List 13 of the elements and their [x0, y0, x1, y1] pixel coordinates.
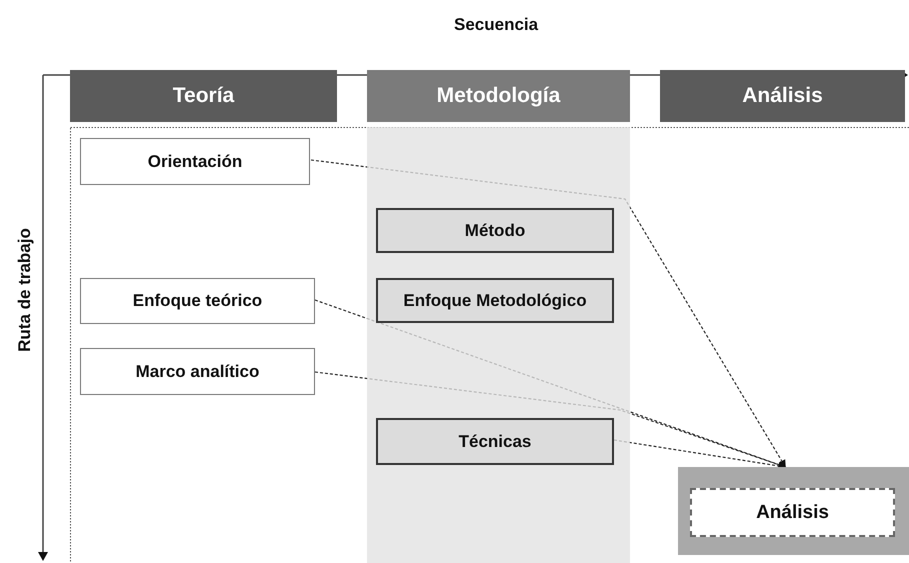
concept-box: Enfoque Metodológico [376, 278, 614, 323]
concept-box: Método [376, 208, 614, 253]
shaded-box [678, 467, 909, 555]
concept-box: Marco analítico [80, 348, 315, 395]
column-header: Metodología [367, 70, 630, 122]
concept-box: Orientación [80, 138, 310, 185]
concept-box: Análisis [690, 488, 895, 537]
column-header: Teoría [70, 70, 337, 122]
concept-box: Técnicas [376, 418, 614, 465]
column-header: Análisis [660, 70, 905, 122]
axis-title: Ruta de trabajo [15, 228, 35, 352]
axis-title: Secuencia [454, 15, 538, 35]
concept-box: Enfoque teórico [80, 278, 315, 324]
